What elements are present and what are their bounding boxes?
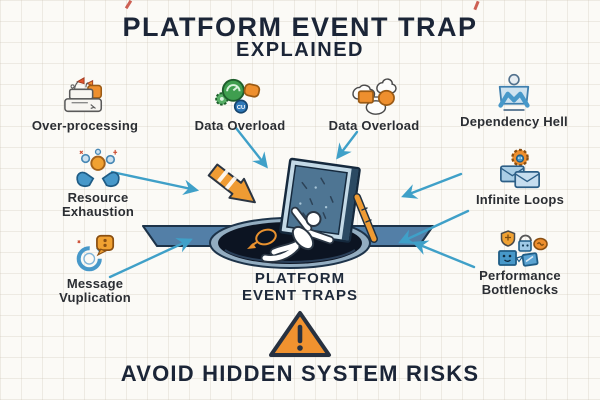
page-subtitle: EXPLAINED	[236, 39, 364, 61]
envelopes-gear-icon	[500, 148, 540, 189]
loop-chat-icon	[76, 234, 115, 272]
item-label: Infinite Loops	[475, 192, 564, 207]
item-dependency-hell: Dependency Hell	[452, 72, 576, 129]
item-label: Bottlenocks	[481, 282, 559, 297]
item-label: Performance	[479, 268, 561, 283]
item-label: Data Overload	[328, 118, 420, 133]
striped-arrow-icon	[207, 163, 256, 204]
gears-cluster-icon: CU	[215, 78, 261, 114]
prop-stick	[353, 193, 378, 243]
footer-message: AVOID HIDDEN SYSTEM RISKS	[120, 361, 480, 386]
cloud-nodes-icon	[352, 78, 397, 115]
item-label: Exhaustion	[61, 204, 135, 219]
center-label-line1: PLATFORM	[254, 270, 346, 287]
item-message-vuplication: Message Vuplication	[35, 230, 155, 305]
svg-text:CU: CU	[237, 105, 245, 111]
item-performance-bottlenecks: Performance Bottlenocks	[458, 228, 582, 297]
machine-icon	[64, 77, 103, 113]
item-label: Message	[66, 276, 124, 291]
falling-person	[260, 206, 335, 263]
hands-holding-resources-icon	[76, 148, 120, 188]
item-resource-exhaustion: Resource Exhaustion	[38, 148, 158, 219]
page-title: PLATFORM EVENT TRAP	[122, 12, 478, 42]
item-infinite-loops: Infinite Loops	[458, 148, 582, 207]
item-label: Over-processing	[31, 118, 139, 133]
overwhelmed-user-icon	[498, 73, 530, 111]
item-label: Dependency Hell	[460, 114, 568, 129]
item-label: Data Overload	[194, 118, 286, 133]
item-data-overload-left: CU Data Overload	[180, 76, 300, 133]
blocked-boxes-icon	[498, 230, 548, 267]
item-label: Vuplication	[59, 290, 131, 305]
item-data-overload-right: Data Overload	[314, 76, 434, 133]
center-label-line2: EVENT TRAPS	[241, 287, 358, 304]
warning-triangle-icon	[269, 311, 331, 357]
loop-arrow-icon	[247, 228, 277, 249]
connector-arrows	[108, 126, 476, 279]
item-over-processing: Over-processing	[25, 74, 145, 133]
item-label: Resource	[67, 190, 129, 205]
trap-panel	[279, 157, 361, 243]
